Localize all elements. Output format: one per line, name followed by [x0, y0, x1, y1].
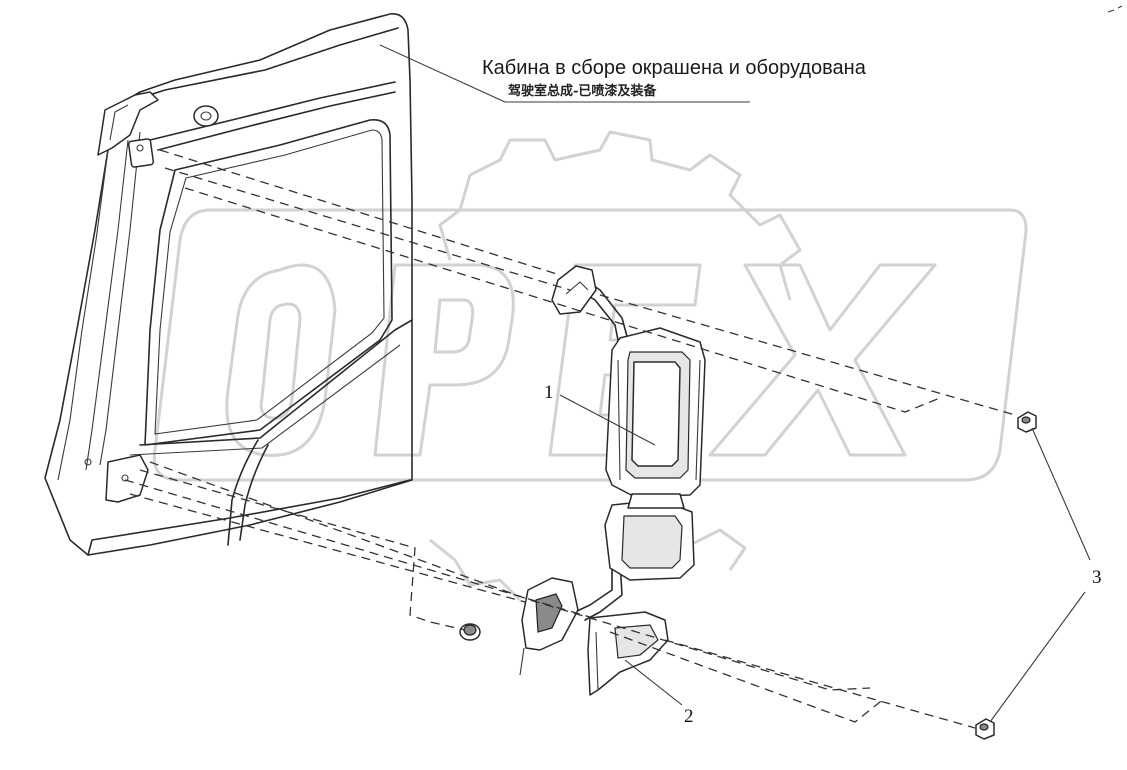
callout-1: 1 — [544, 382, 554, 403]
lower-bracket — [587, 611, 669, 696]
assembly-title-ru: Кабина в сборе окрашена и оборудована — [482, 57, 867, 79]
assembly-lines — [124, 149, 1016, 729]
mirror-assembly — [519, 265, 706, 676]
bolt-lower — [975, 718, 995, 740]
nut — [459, 623, 481, 641]
callout-leaders — [559, 394, 1091, 723]
watermark-gear — [429, 130, 802, 602]
corner-mark — [1107, 5, 1123, 13]
bolt-upper — [1017, 411, 1037, 433]
watermark-opex-text — [152, 208, 1028, 482]
callout-2: 2 — [684, 706, 694, 727]
title-leader — [379, 44, 750, 103]
cab-body — [44, 13, 413, 556]
callout-3: 3 — [1092, 567, 1102, 588]
assembly-title-cn: 驾驶室总成-已喷漆及装备 — [508, 83, 657, 99]
